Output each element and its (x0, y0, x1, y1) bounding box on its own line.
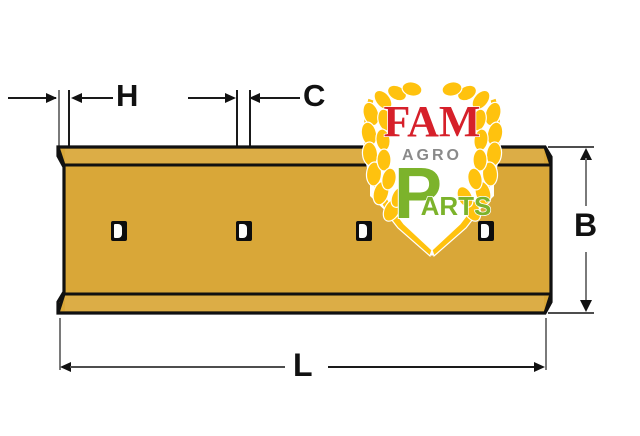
dimension-label-c: C (303, 78, 326, 113)
b-extension-line-top (548, 146, 594, 148)
l-dimension-line-right (328, 366, 535, 368)
dimension-label-h: H (116, 78, 139, 113)
l-dimension-line-left (70, 366, 285, 368)
h-dimension-lead-left (8, 97, 56, 99)
dimension-label-l: L (293, 347, 313, 383)
bolt-hole-1 (111, 221, 127, 241)
b-dimension-arrow-down (580, 300, 592, 312)
h-extension-line-inner (68, 90, 70, 148)
b-dimension-line-lower (585, 252, 587, 300)
b-extension-line-bottom (548, 312, 594, 314)
h-extension-line-outer (58, 90, 60, 146)
h-dimension-lead-right (81, 97, 113, 99)
logo-text-arts: ARTS (421, 191, 492, 221)
h-dimension-arrow-left (71, 93, 82, 103)
logo-text-fam: FAM (384, 97, 481, 146)
bolt-hole-2 (236, 221, 252, 241)
c-dimension-arrow-left (249, 93, 260, 103)
bolt-hole-3 (356, 221, 372, 241)
dimension-label-b: B (574, 207, 598, 243)
logo-text-p: P (394, 154, 442, 234)
wheat-left (360, 81, 433, 258)
c-dimension-lead-right (259, 97, 300, 99)
blade-body (54, 142, 554, 320)
logo-text-agro: AGRO (402, 147, 462, 164)
c-dimension-arrow-right (225, 93, 236, 103)
l-extension-line-left (59, 318, 61, 370)
bolt-hole-4 (478, 221, 494, 241)
l-dimension-arrow-right (534, 362, 545, 372)
fam-agro-parts-logo: FAM AGRO P ARTS (352, 78, 512, 268)
c-dimension-lead-left (188, 97, 234, 99)
l-dimension-arrow-left (60, 362, 71, 372)
b-dimension-line-upper (585, 158, 587, 206)
wheat-right (431, 81, 504, 258)
b-dimension-arrow-up (580, 148, 592, 160)
h-dimension-arrow-right (46, 93, 57, 103)
l-extension-line-right (545, 318, 547, 370)
